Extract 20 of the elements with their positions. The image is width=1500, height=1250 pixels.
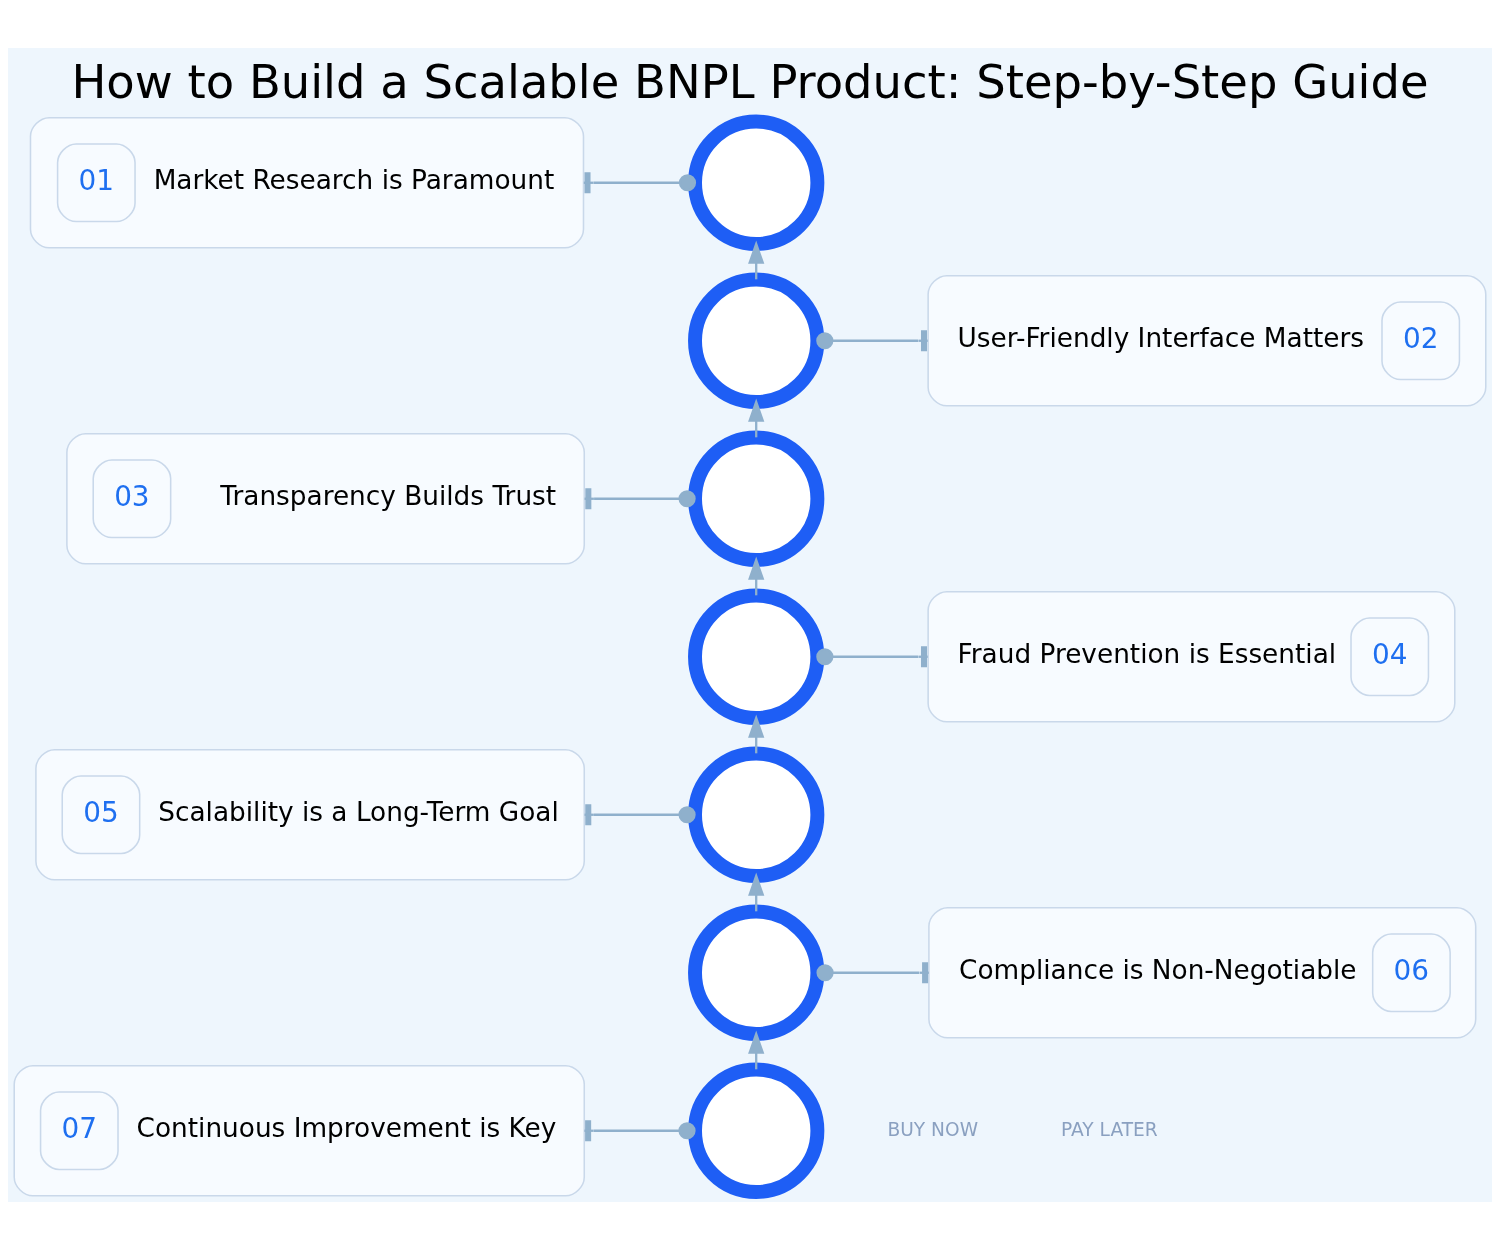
node-circle: [688, 904, 825, 1041]
node-circle: [688, 430, 825, 567]
node-box: User-Friendly Interface Matters 02: [927, 274, 1487, 407]
node-box: Compliance is Non-Negotiable 06: [928, 906, 1477, 1039]
node-box: Fraud Prevention is Essential 04: [927, 590, 1456, 723]
node-circle: [688, 746, 825, 883]
node-circle: [688, 1062, 825, 1199]
node-box: 05 Scalability is a Long-Term Goal: [35, 748, 586, 881]
connector: [816, 646, 928, 668]
diagram-title: How to Build a Scalable BNPL Product: Step-by-Step Guide: [71, 54, 1429, 109]
label: PAY LATER: [1061, 1118, 1158, 1140]
node-box: 01 Market Research is Paramount: [29, 116, 585, 249]
connector: [816, 330, 928, 352]
node-circle: [688, 588, 825, 725]
node-circle: [688, 114, 825, 251]
node-box: 07 Continuous Improvement is Key: [13, 1064, 586, 1197]
node-circle: [688, 272, 825, 409]
connector: [584, 1120, 696, 1142]
label: BUY NOW: [887, 1118, 979, 1140]
node-box: 03 Transparency Builds Trust: [66, 432, 586, 565]
